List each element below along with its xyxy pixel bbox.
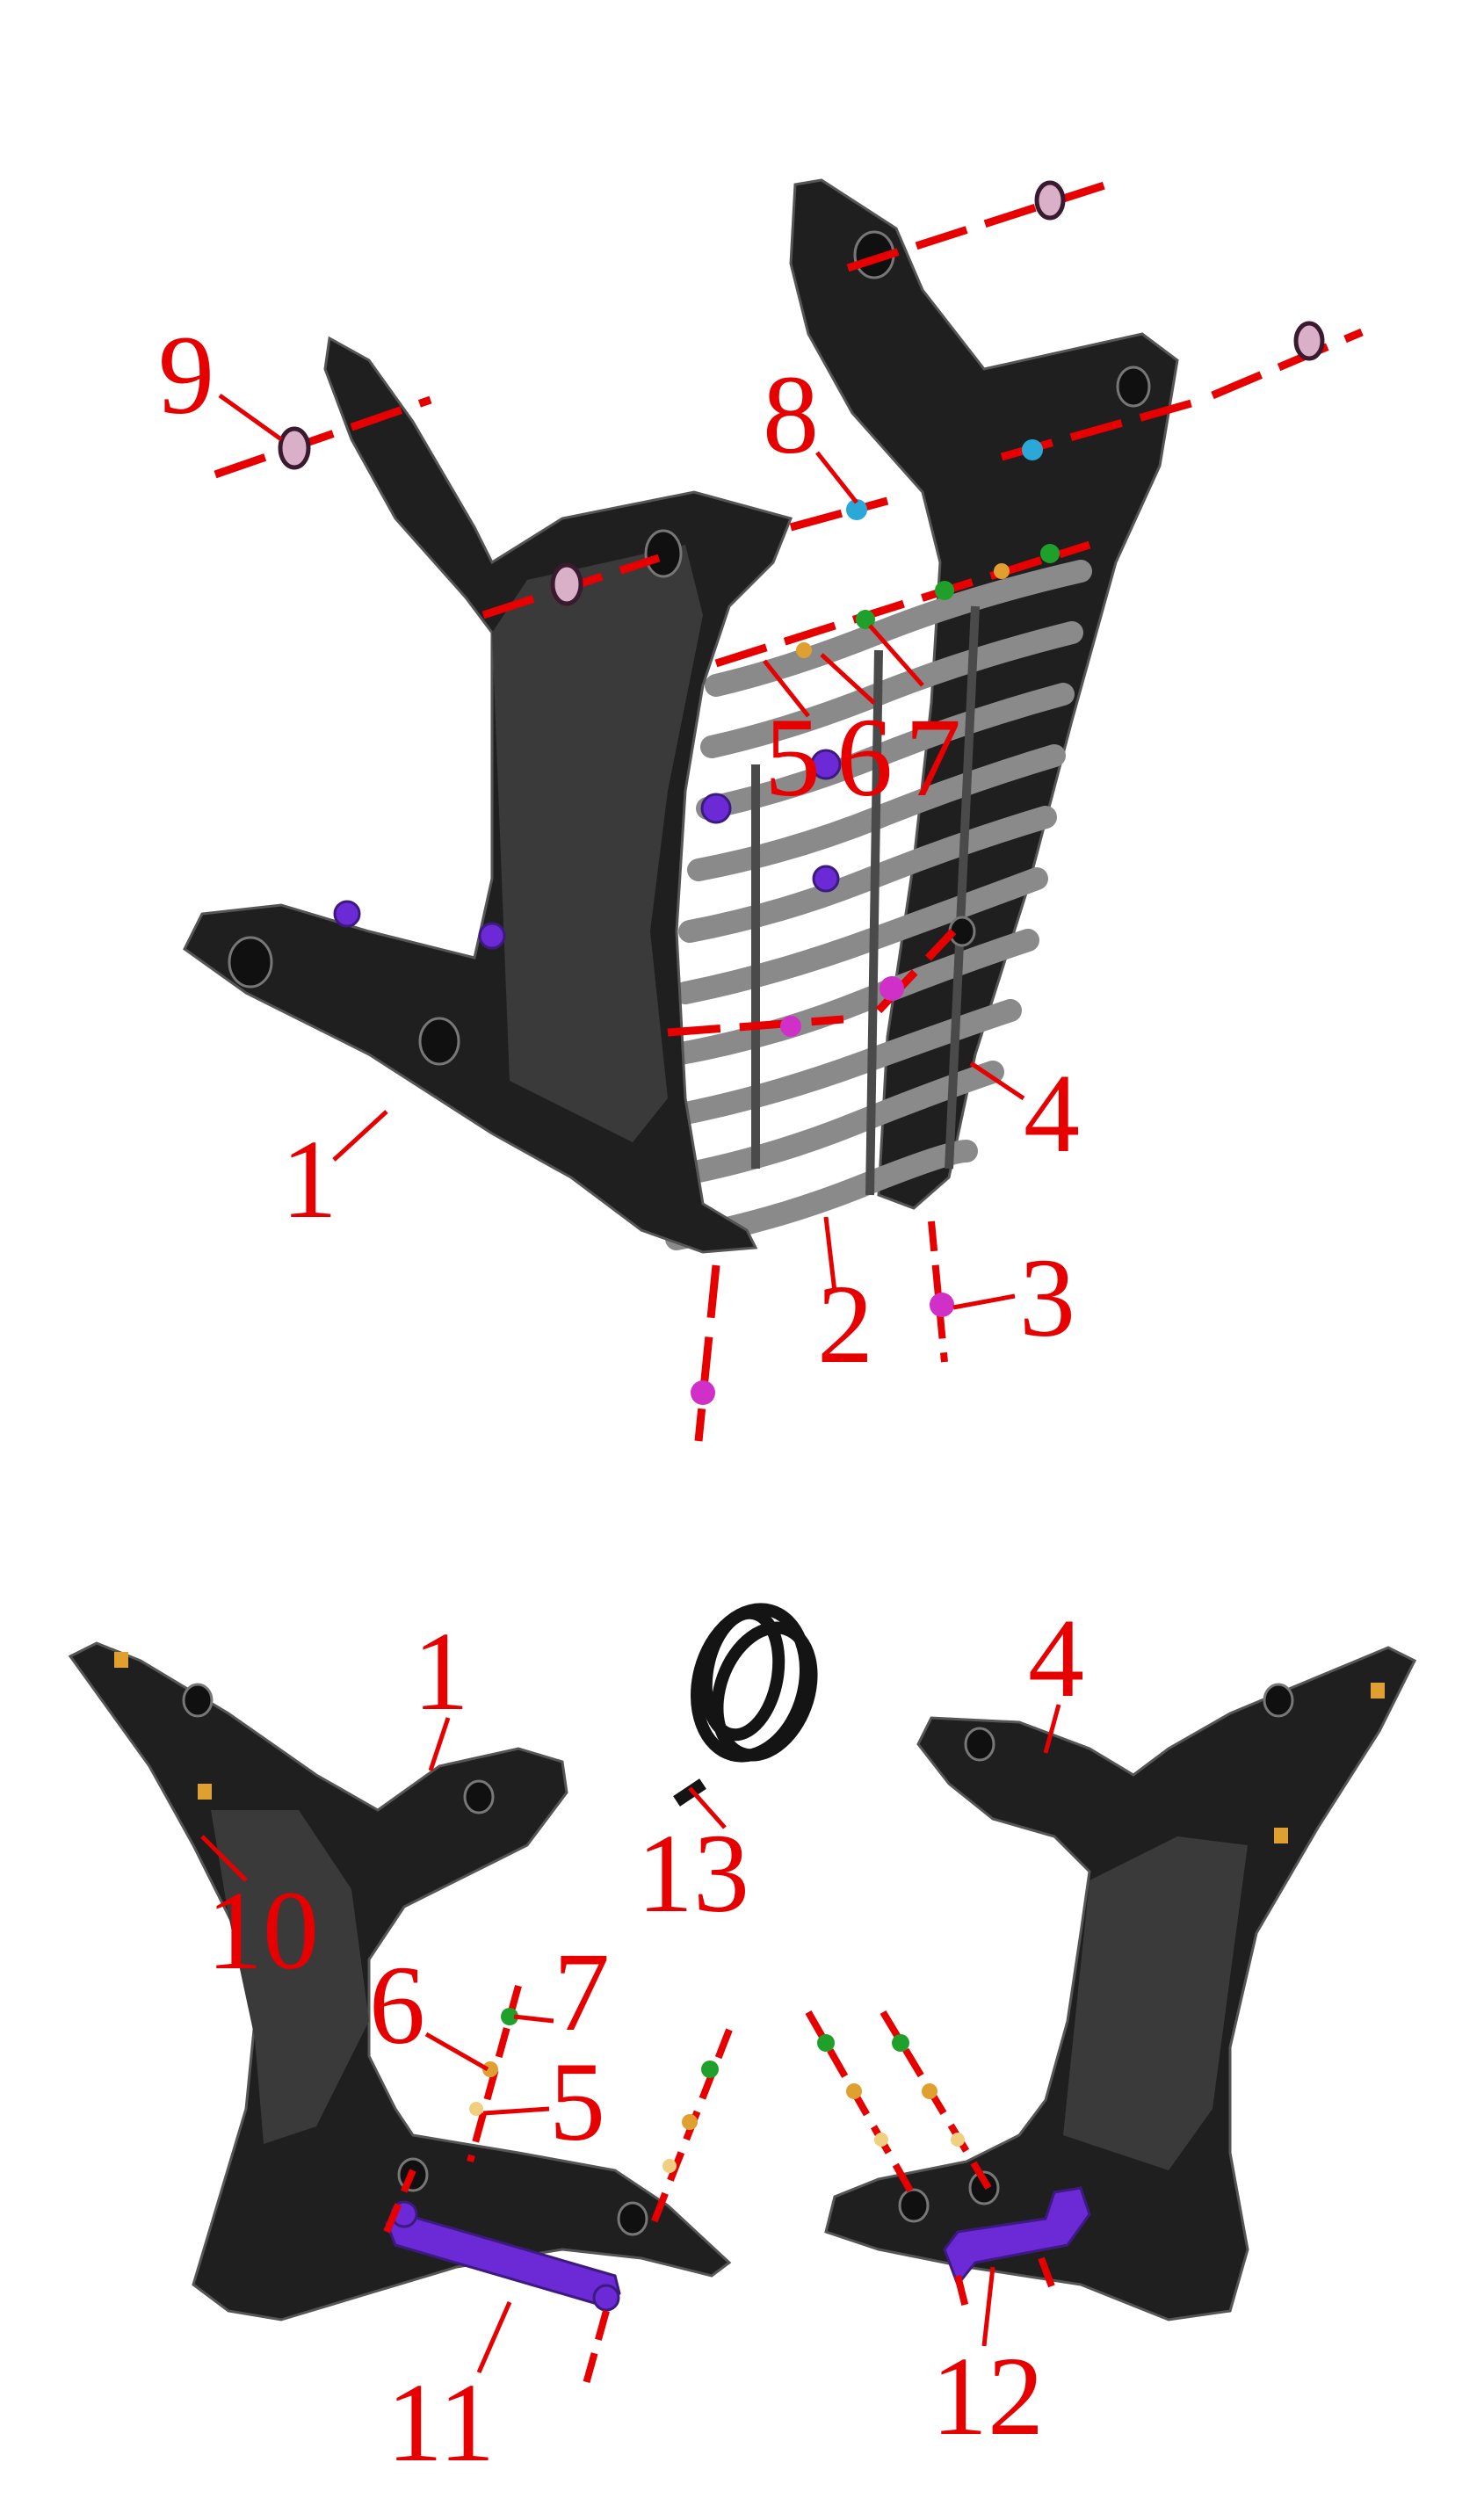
callout-3: 3: [1019, 1235, 1075, 1360]
washer-nut: [550, 562, 583, 606]
callout-8: 8: [763, 352, 819, 477]
clip: [478, 922, 506, 950]
washer-gold: [469, 2102, 483, 2116]
callout-6-bottom: 6: [369, 1943, 425, 2068]
washer-nut: [1293, 321, 1325, 361]
callout-1-bottom: 1: [413, 1609, 469, 1734]
callout-7-top: 7: [905, 695, 961, 820]
callout-5-top: 5: [764, 695, 821, 820]
pin-magenta: [780, 1016, 801, 1037]
bracket-part-12: [943, 2186, 1091, 2287]
washer-gold: [922, 2083, 937, 2099]
clip: [700, 793, 732, 824]
clip-nut: [198, 1784, 212, 1800]
pin-green: [701, 2061, 719, 2078]
callout-10: 10: [206, 1868, 319, 1993]
pin-green: [892, 2034, 909, 2052]
clip-nut: [1274, 1828, 1288, 1843]
clip-nut: [114, 1652, 128, 1668]
top-assembly: 9 8 5 6 7 4 1 2 3: [158, 178, 1364, 1442]
callout-2: 2: [817, 1262, 873, 1387]
bottom-assembly: 1 4 13 10 6 7 5 11 12: [68, 1596, 1417, 2485]
clip: [810, 749, 842, 780]
callout-4-top: 4: [1024, 1051, 1080, 1176]
washer-gold: [951, 2133, 965, 2147]
washer-nut: [278, 426, 311, 470]
pin-cyan: [846, 499, 867, 520]
washer-gold: [662, 2159, 677, 2173]
callout-6-top: 6: [836, 695, 893, 820]
pin-green: [817, 2034, 835, 2052]
mount-hole: [228, 936, 273, 989]
callout-5-bottom: 5: [549, 2039, 605, 2164]
mount-hole: [948, 916, 976, 947]
pin-green: [1040, 544, 1060, 563]
pin-magenta: [880, 976, 904, 1001]
washer-gold: [994, 563, 1010, 579]
mount-hole: [644, 529, 683, 578]
callout-1-top: 1: [281, 1117, 337, 1242]
washer-gold: [846, 2083, 862, 2099]
clip-nut: [1371, 1683, 1385, 1698]
mount-hole: [418, 1017, 460, 1066]
callout-7-bottom: 7: [554, 1930, 610, 2054]
pin-cyan: [1022, 439, 1043, 460]
clip: [333, 900, 361, 928]
washer-gold: [796, 642, 812, 658]
pin-green: [501, 2008, 518, 2025]
callout-12: 12: [931, 2334, 1044, 2459]
callout-11: 11: [387, 2360, 495, 2485]
washer-gold: [682, 2114, 698, 2130]
pin-magenta: [691, 1380, 715, 1405]
callout-4-bottom: 4: [1028, 1596, 1084, 1720]
pin-magenta: [930, 1293, 954, 1317]
callout-9: 9: [158, 313, 214, 438]
washer-nut: [1034, 180, 1066, 221]
coiled-tube: [673, 1603, 818, 1807]
callout-13: 13: [637, 1811, 749, 1936]
pin-green: [935, 581, 954, 600]
pin-green: [856, 610, 875, 629]
washer-gold: [482, 2061, 498, 2077]
washer-gold: [874, 2133, 888, 2147]
clip: [812, 865, 840, 893]
mount-hole: [1116, 366, 1151, 408]
